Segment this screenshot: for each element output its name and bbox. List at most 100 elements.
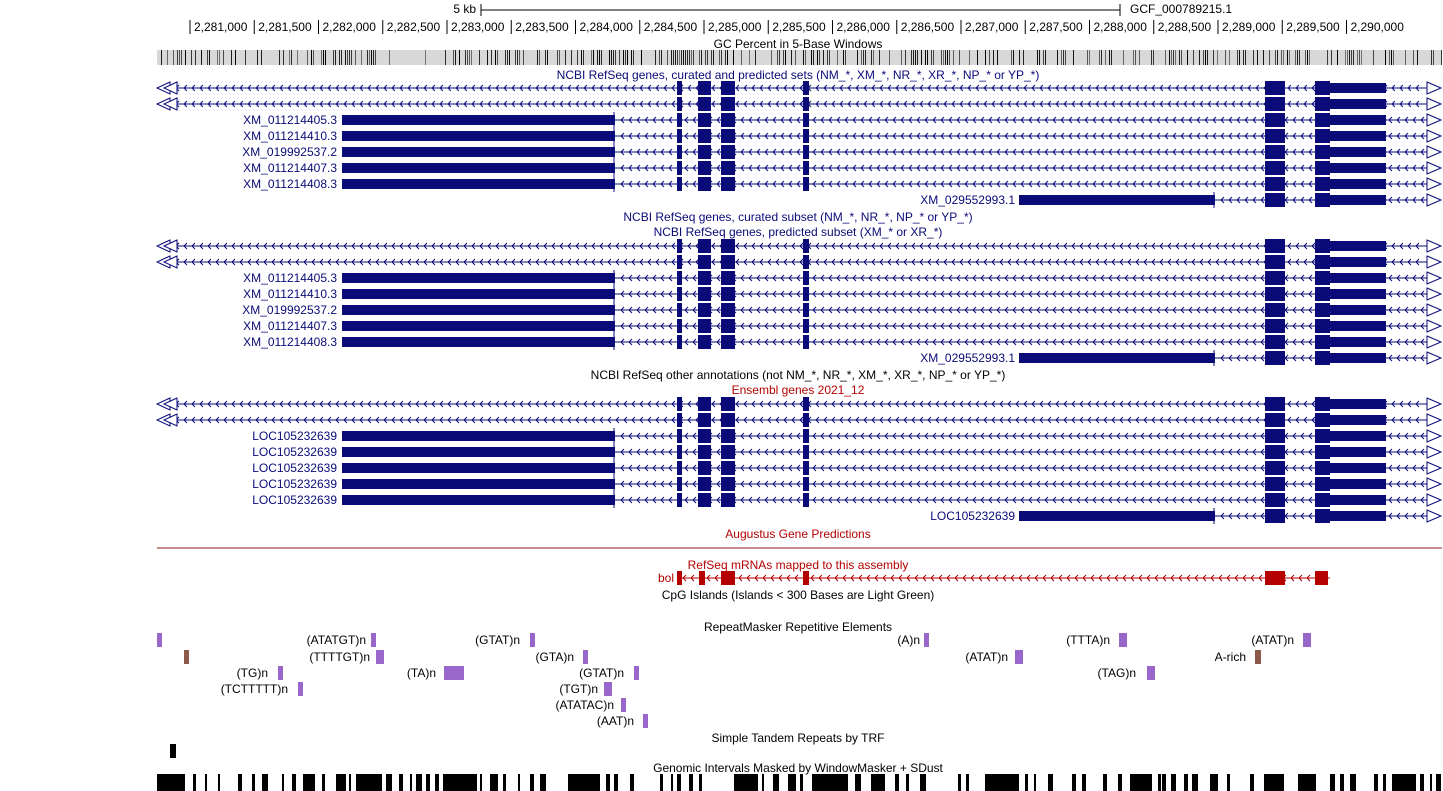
exon (1315, 287, 1330, 301)
repeat-label[interactable]: A-rich (1214, 650, 1246, 664)
repeat-label[interactable]: (TA)n (406, 666, 436, 680)
repeat-label[interactable]: (TTTA)n (1066, 633, 1110, 647)
ruler-tick-label: 2,286,000 (836, 20, 890, 34)
refseq-all-label-5[interactable]: XM_011214408.3 (243, 177, 337, 191)
track-title-refseq-all[interactable]: NCBI RefSeq genes, curated and predicted… (556, 68, 1040, 82)
ensembl-label-5[interactable]: LOC105232639 (252, 493, 337, 507)
strand-arrow (948, 274, 953, 282)
masked-interval (1034, 774, 1036, 791)
track-title-refseq-curated[interactable]: NCBI RefSeq genes, curated subset (NM_*,… (623, 210, 973, 224)
strand-arrow (1140, 148, 1145, 156)
refseq-all-label-2[interactable]: XM_011214410.3 (243, 129, 337, 143)
gc-bar (749, 50, 750, 65)
track-title-refseq-mrna[interactable]: RefSeq mRNAs mapped to this assembly (687, 558, 909, 572)
repeat-label[interactable]: (ATAT)n (965, 650, 1008, 664)
refseq-all-label-4[interactable]: XM_011214407.3 (243, 161, 337, 175)
strand-arrow (860, 306, 865, 314)
strand-arrow (1188, 306, 1193, 314)
strand-arrow (487, 84, 492, 92)
repeat-label[interactable]: (GTAT)n (475, 633, 520, 647)
strand-arrow (996, 448, 1001, 456)
strand-arrow (1228, 432, 1233, 440)
repeat-label[interactable]: (TCTTTTT)n (220, 682, 288, 696)
track-title-windowmasker[interactable]: Genomic Intervals Masked by WindowMasker… (653, 761, 943, 775)
track-title-cpg-islands[interactable]: CpG Islands (Islands < 300 Bases are Lig… (661, 588, 935, 602)
strand-arrow (682, 574, 687, 582)
track-title-refseq-predicted[interactable]: NCBI RefSeq genes, predicted subset (XM_… (653, 225, 943, 239)
strand-arrow (1052, 290, 1057, 298)
track-title-repeatmasker[interactable]: RepeatMasker Repetitive Elements (703, 620, 893, 634)
refseq-pred-label-4[interactable]: XM_011214407.3 (243, 319, 337, 333)
repeat-label[interactable]: (ATATAC)n (555, 698, 614, 712)
strand-arrow (876, 148, 881, 156)
strand-arrow (783, 84, 788, 92)
track-title-augustus[interactable]: Augustus Gene Predictions (725, 527, 871, 541)
repeat-label[interactable]: (ATAT)n (1251, 633, 1294, 647)
strand-arrow (716, 432, 721, 440)
masked-interval (303, 774, 315, 791)
strand-arrow (692, 432, 697, 440)
mrna-label-bol[interactable]: bol (657, 571, 674, 585)
strand-arrow (615, 416, 620, 424)
strand-arrow (1207, 100, 1212, 108)
refseq-pred-label-1[interactable]: XM_011214405.3 (243, 271, 337, 285)
gc-bar (857, 50, 858, 65)
strand-arrow (628, 496, 633, 504)
strand-arrow (860, 164, 865, 172)
repeat-label[interactable]: (GTAT)n (579, 666, 624, 680)
repeat-label[interactable]: (TAG)n (1097, 666, 1136, 680)
strand-arrow (796, 496, 801, 504)
repeat-label[interactable]: (TTTTGT)n (309, 650, 370, 664)
ensembl-label-4[interactable]: LOC105232639 (252, 477, 337, 491)
strand-arrow (812, 180, 817, 188)
strand-arrow (1108, 290, 1113, 298)
strand-arrow (519, 258, 524, 266)
strand-arrow (519, 84, 524, 92)
strand-arrow (1034, 574, 1039, 582)
ensembl-label-3[interactable]: LOC105232639 (252, 461, 337, 475)
ensembl-label-2[interactable]: LOC105232639 (252, 445, 337, 459)
strand-arrow (748, 306, 753, 314)
strand-arrow (1119, 84, 1124, 92)
strand-arrow (1023, 416, 1028, 424)
strand-arrow (743, 258, 748, 266)
strand-arrow (1412, 480, 1417, 488)
repeat-label[interactable]: (ATATGT)n (306, 633, 366, 647)
strand-arrow (1388, 196, 1393, 204)
strand-arrow (1255, 258, 1260, 266)
strand-arrow (996, 432, 1001, 440)
strand-arrow (748, 322, 753, 330)
gc-bar (933, 50, 934, 65)
strand-arrow (1295, 242, 1300, 250)
repeat-label[interactable]: (AAT)n (596, 714, 634, 728)
refseq-all-label-3[interactable]: XM_019992537.2 (242, 145, 337, 159)
repeat-label[interactable]: (TG)n (236, 666, 268, 680)
repeat-label[interactable]: (TGT)n (559, 682, 598, 696)
track-title-ensembl[interactable]: Ensembl genes 2021_12 (731, 383, 865, 397)
strand-arrow (1140, 322, 1145, 330)
strand-arrow (1028, 164, 1033, 172)
strand-arrow (943, 100, 948, 108)
strand-arrow (999, 242, 1004, 250)
exon (342, 321, 615, 331)
strand-arrow (1100, 164, 1105, 172)
ensembl-label-1[interactable]: LOC105232639 (252, 429, 337, 443)
ensembl-label-6[interactable]: LOC105232639 (930, 509, 1015, 523)
refseq-pred-label-5[interactable]: XM_011214408.3 (243, 335, 337, 349)
refseq-all-label-6[interactable]: XM_029552993.1 (920, 193, 1015, 207)
strand-arrow (1196, 338, 1201, 346)
strand-arrow (1004, 164, 1009, 172)
track-title-trf[interactable]: Simple Tandem Repeats by TRF (711, 731, 885, 745)
refseq-pred-label-2[interactable]: XM_011214410.3 (243, 287, 337, 301)
strand-arrow (780, 464, 785, 472)
refseq-pred-label-3[interactable]: XM_019992537.2 (242, 303, 337, 317)
gc-bar (655, 50, 656, 65)
strand-arrow (623, 258, 628, 266)
refseq-pred-label-6[interactable]: XM_029552993.1 (920, 351, 1015, 365)
track-title-refseq-other[interactable]: NCBI RefSeq other annotations (not NM_*,… (590, 368, 1006, 382)
repeat-label[interactable]: (A)n (897, 633, 920, 647)
repeat-label[interactable]: (GTA)n (535, 650, 574, 664)
refseq-all-label-1[interactable]: XM_011214405.3 (243, 113, 337, 127)
track-title-gc-percent[interactable]: GC Percent in 5-Base Windows (713, 37, 883, 51)
